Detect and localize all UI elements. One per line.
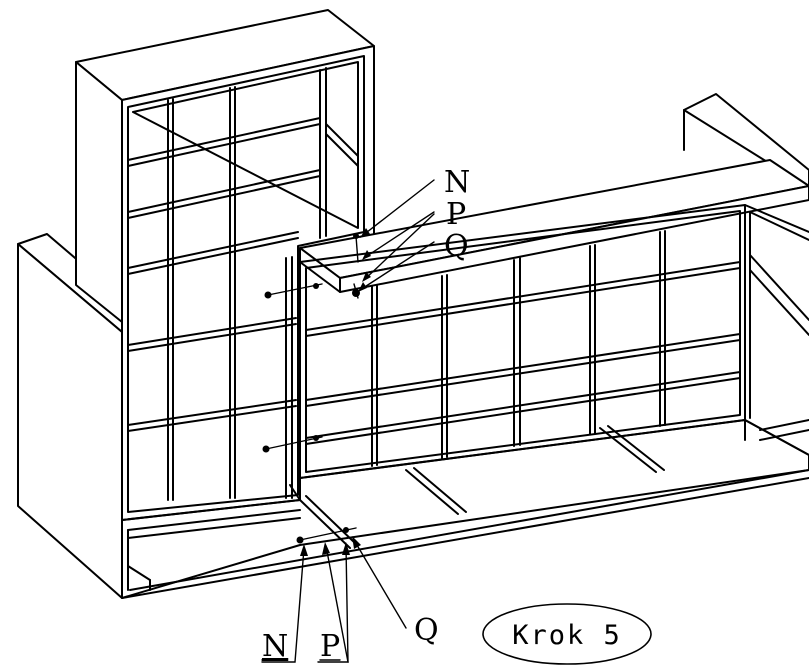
label-q-top: Q <box>444 229 469 264</box>
screw-left-upper <box>264 283 323 299</box>
front-top-shelf <box>299 159 809 293</box>
screw-left-lower <box>262 435 323 453</box>
screw-top-vertical <box>352 233 360 299</box>
step-badge: Krok 5 <box>482 603 652 665</box>
label-q-bottom: Q <box>414 613 439 648</box>
front-frame <box>299 204 809 479</box>
base-frame <box>121 419 809 599</box>
screws <box>262 233 360 544</box>
screw-bottom <box>296 527 357 544</box>
leaders-bottom <box>261 536 407 663</box>
step-badge-text: Krok 5 <box>512 620 622 651</box>
label-n-bottom: N <box>262 629 288 664</box>
label-n-top: N <box>444 165 470 200</box>
label-p-top: P <box>446 197 466 232</box>
label-p-bottom: P <box>320 629 340 664</box>
leaders-top <box>358 179 435 292</box>
